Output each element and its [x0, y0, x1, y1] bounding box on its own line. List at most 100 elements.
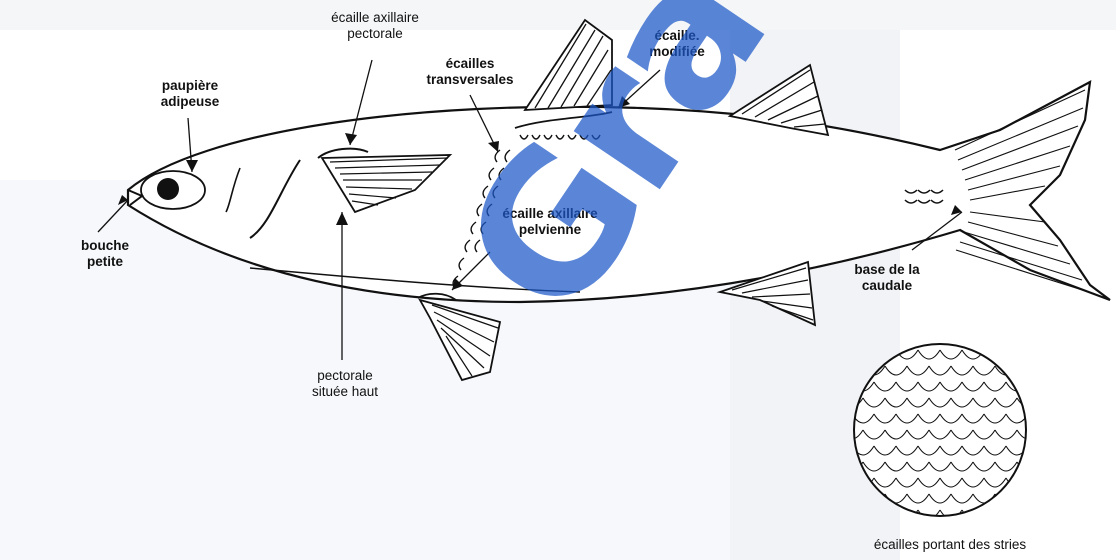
- scale-arc: [797, 526, 819, 535]
- scale-arc: [984, 510, 1006, 519]
- label-ecaille-modifiee: écaille. modifiée: [632, 28, 722, 60]
- label-bouche-petite: bouche petite: [60, 238, 150, 270]
- scale-arc: [819, 494, 841, 503]
- scale-arc: [808, 478, 830, 487]
- scale-arc: [1061, 366, 1083, 375]
- scale-arc: [1017, 334, 1039, 343]
- scale-arc: [830, 350, 852, 359]
- scale-arc: [1028, 414, 1050, 423]
- scale-arc: [1061, 526, 1083, 535]
- scale-arc: [841, 334, 863, 343]
- scale-arc: [1028, 478, 1050, 487]
- scale-arc: [1039, 398, 1061, 407]
- scale-arc: [951, 526, 973, 535]
- scale-arc: [929, 526, 951, 535]
- scale-arc: [1072, 414, 1094, 423]
- scale-arc: [830, 478, 852, 487]
- scale-arc: [819, 334, 841, 343]
- scale-arc: [863, 334, 885, 343]
- scale-arc: [1072, 510, 1094, 519]
- scale-arc: [1039, 526, 1061, 535]
- scale-arc: [1028, 510, 1050, 519]
- scale-arc: [797, 334, 819, 343]
- scale-arc: [1061, 398, 1083, 407]
- scale-arc: [841, 494, 863, 503]
- scale-arc: [885, 334, 907, 343]
- scale-arc: [1050, 446, 1072, 455]
- scale-arc: [808, 350, 830, 359]
- scale-arc: [1072, 478, 1094, 487]
- scale-arc: [907, 334, 929, 343]
- scale-arc: [1061, 334, 1083, 343]
- label-ecailles-stries: écailles portant des stries: [840, 537, 1060, 553]
- scale-arc: [1039, 366, 1061, 375]
- scale-arc: [819, 366, 841, 375]
- scale-arc: [808, 510, 830, 519]
- pupil: [157, 178, 179, 200]
- scale-arc: [995, 494, 1017, 503]
- scale-arc: [1006, 510, 1028, 519]
- scale-arc: [951, 334, 973, 343]
- scale-arc: [797, 366, 819, 375]
- scale-arc: [1039, 430, 1061, 439]
- scale-arc: [830, 446, 852, 455]
- scale-arc: [874, 510, 896, 519]
- scale-arc: [1039, 462, 1061, 471]
- scale-arc: [995, 526, 1017, 535]
- scale-arc: [1061, 494, 1083, 503]
- scale-arc: [929, 334, 951, 343]
- scale-arc: [1039, 494, 1061, 503]
- scale-arc: [863, 494, 885, 503]
- scale-arc: [1072, 350, 1094, 359]
- scale-arc: [1028, 446, 1050, 455]
- scale-arc: [808, 446, 830, 455]
- scale-arc: [1028, 382, 1050, 391]
- scale-arc: [841, 366, 863, 375]
- scale-arc: [1050, 350, 1072, 359]
- scale-detail-circle: [797, 334, 1094, 535]
- scale-arc: [797, 398, 819, 407]
- scale-arc: [1017, 366, 1039, 375]
- scale-arc: [1061, 462, 1083, 471]
- label-paupiere-adipeuse: paupière adipeuse: [140, 78, 240, 110]
- scale-arc: [1061, 430, 1083, 439]
- scale-arc: [1017, 494, 1039, 503]
- scale-arc: [995, 334, 1017, 343]
- scale-arc: [907, 526, 929, 535]
- label-ecaille-axillaire-pelvienne: écaille axillaire pelvienne: [475, 206, 625, 238]
- scale-arc: [885, 526, 907, 535]
- label-base-caudale: base de la caudale: [832, 262, 942, 294]
- scale-arc: [808, 414, 830, 423]
- label-ecailles-transversales: écailles transversales: [400, 56, 540, 88]
- scale-arc: [1039, 334, 1061, 343]
- scale-arc: [1050, 510, 1072, 519]
- scale-arc: [1050, 414, 1072, 423]
- scale-arc: [1028, 350, 1050, 359]
- scale-arc: [1050, 382, 1072, 391]
- label-pectorale-situee-haut: pectorale située haut: [285, 368, 405, 400]
- scale-arc: [1017, 526, 1039, 535]
- scale-arc: [797, 494, 819, 503]
- scale-arc: [819, 398, 841, 407]
- pelvic-fin: [420, 300, 500, 380]
- scale-arc: [1072, 446, 1094, 455]
- scale-arc: [797, 462, 819, 471]
- scale-arc: [830, 414, 852, 423]
- scale-arc: [830, 382, 852, 391]
- scale-arc: [1050, 478, 1072, 487]
- scale-arc: [819, 430, 841, 439]
- fish-body-outline: [128, 82, 1110, 302]
- scale-arc: [1006, 350, 1028, 359]
- scale-arc: [1072, 382, 1094, 391]
- scale-arc: [830, 510, 852, 519]
- scale-arc: [863, 526, 885, 535]
- scale-arc: [841, 526, 863, 535]
- scale-arc: [797, 430, 819, 439]
- scale-arc: [852, 350, 874, 359]
- scale-arc: [973, 526, 995, 535]
- scale-arc: [819, 462, 841, 471]
- scale-arc: [852, 510, 874, 519]
- scale-arc: [973, 334, 995, 343]
- label-ecaille-axillaire-pectorale: écaille axillaire pectorale: [300, 10, 450, 42]
- scale-arc: [819, 526, 841, 535]
